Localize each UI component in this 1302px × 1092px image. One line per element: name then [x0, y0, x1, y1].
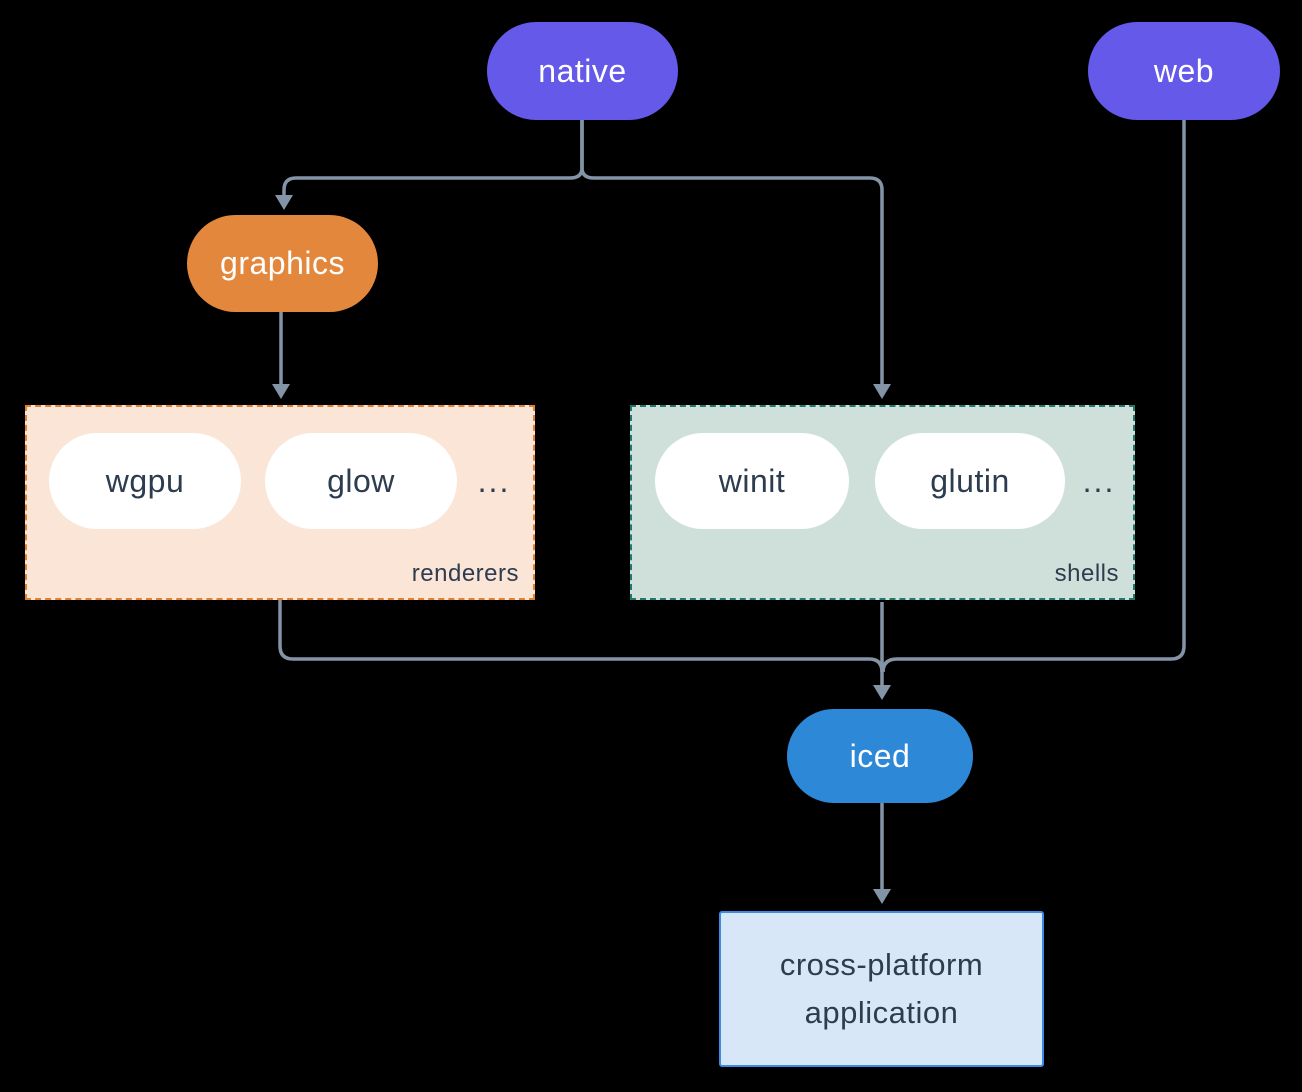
node-winit: winit: [655, 433, 849, 529]
arrowhead-app: [873, 889, 891, 904]
group-renderers: wgpu glow ... renderers: [25, 405, 535, 600]
node-wgpu: wgpu: [49, 433, 241, 529]
group-shells: winit glutin ... shells: [630, 405, 1135, 600]
node-web: web: [1088, 22, 1280, 120]
node-graphics: graphics: [187, 215, 378, 312]
node-glutin-label: glutin: [930, 462, 1010, 499]
node-graphics-label: graphics: [220, 245, 345, 281]
node-glow: glow: [265, 433, 457, 529]
node-native-label: native: [538, 52, 627, 89]
edge-native-to-graphics: [282, 120, 584, 196]
shells-ellipsis: ...: [1082, 462, 1116, 499]
arrowhead-graphics: [275, 195, 293, 210]
node-wgpu-label: wgpu: [105, 462, 185, 499]
edge-native-to-shells: [580, 120, 884, 385]
node-native: native: [487, 22, 678, 120]
app-label-line2: application: [804, 995, 959, 1030]
node-glow-label: glow: [327, 462, 395, 499]
arrowhead-renderers: [272, 384, 290, 399]
node-iced-label: iced: [849, 737, 911, 774]
shells-group-label: shells: [1054, 560, 1119, 587]
node-glutin: glutin: [875, 433, 1065, 529]
app-label-line1: cross-platform: [779, 947, 984, 982]
arrowhead-iced: [873, 685, 891, 700]
node-iced: iced: [787, 709, 973, 803]
renderers-group-label: renderers: [411, 560, 519, 587]
arrowhead-shells: [873, 384, 891, 399]
node-cross-platform-application: cross-platform application: [719, 911, 1044, 1067]
node-winit-label: winit: [718, 462, 786, 499]
edge-renderers-to-junction: [278, 600, 884, 673]
renderers-ellipsis: ...: [477, 462, 511, 499]
node-web-label: web: [1153, 52, 1215, 89]
